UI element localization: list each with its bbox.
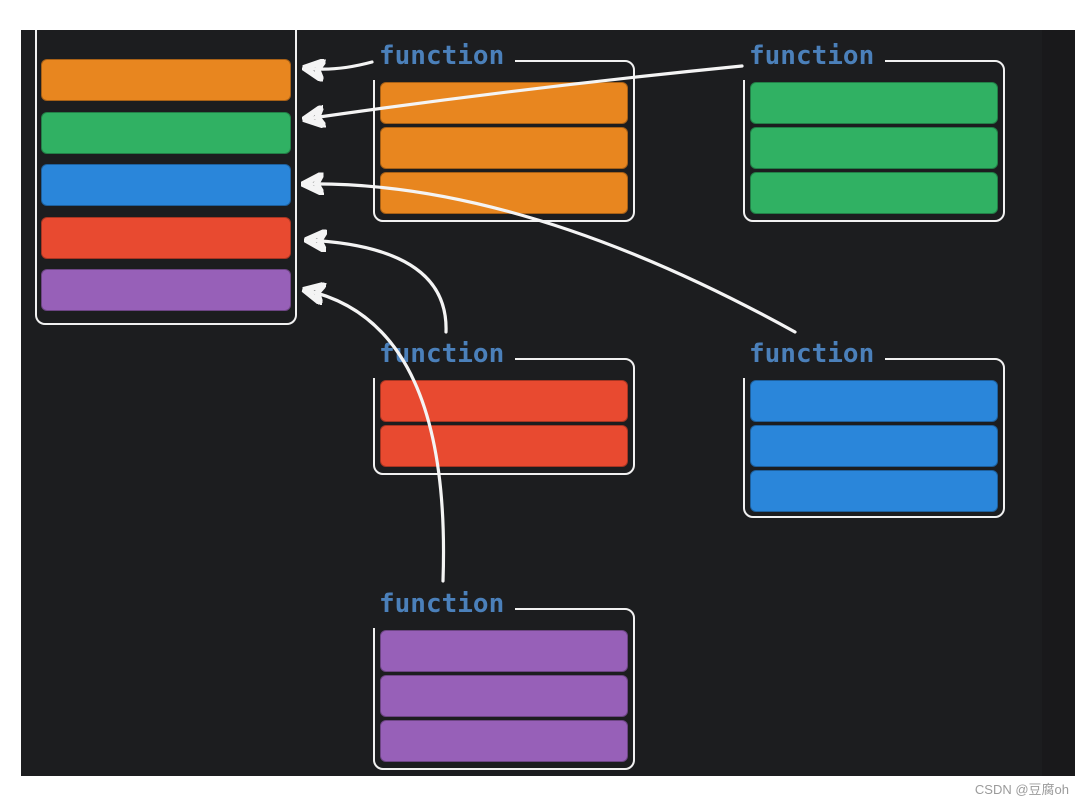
fn-blue-bar-blue bbox=[750, 425, 998, 467]
border-gap bbox=[743, 358, 754, 369]
border-gap bbox=[373, 60, 376, 80]
function-label: function bbox=[749, 41, 875, 71]
function-box-green: function bbox=[743, 43, 1005, 222]
border-gap bbox=[743, 60, 746, 80]
function-box-red-bars bbox=[375, 360, 633, 467]
fn-green-bar-green bbox=[750, 127, 998, 169]
fn-blue-bar-blue bbox=[750, 470, 998, 512]
function-box-green-bars bbox=[745, 62, 1003, 214]
fn-orange-bar-orange bbox=[380, 127, 628, 169]
diagram-canvas: function function function function func… bbox=[21, 30, 1075, 776]
fn-red-bar-red bbox=[380, 425, 628, 467]
border-gap bbox=[373, 608, 515, 611]
function-box-purple-bars bbox=[375, 610, 633, 762]
function-label: function bbox=[749, 339, 875, 369]
watermark: CSDN @豆腐oh bbox=[974, 782, 1069, 797]
function-label: function bbox=[379, 41, 505, 71]
border-gap bbox=[743, 358, 885, 361]
border-gap bbox=[373, 608, 376, 628]
stack-bar-orange bbox=[41, 59, 291, 101]
fn-orange-bar-orange bbox=[380, 172, 628, 214]
fn-blue-bar-blue bbox=[750, 380, 998, 422]
fn-purple-bar-purple bbox=[380, 630, 628, 672]
call-stack bbox=[35, 30, 297, 325]
stack-bar-green bbox=[41, 111, 291, 154]
function-box-purple: function bbox=[373, 591, 635, 770]
border-gap bbox=[743, 60, 754, 71]
function-label: function bbox=[379, 339, 505, 369]
border-gap bbox=[743, 358, 746, 378]
function-box-orange: function bbox=[373, 43, 635, 222]
function-box-blue-bars bbox=[745, 360, 1003, 512]
border-gap bbox=[743, 60, 885, 63]
fn-orange-bar-orange bbox=[380, 82, 628, 124]
function-box-orange-bars bbox=[375, 62, 633, 214]
border-gap bbox=[373, 608, 384, 619]
canvas-right-seam bbox=[1042, 30, 1075, 776]
function-label: function bbox=[379, 589, 505, 619]
border-gap bbox=[373, 358, 376, 378]
call-stack-bars bbox=[37, 30, 295, 311]
function-box-red: function bbox=[373, 341, 635, 475]
fn-red-bar-red bbox=[380, 380, 628, 422]
stack-bar-purple bbox=[41, 269, 291, 311]
stack-bar-blue bbox=[41, 164, 291, 206]
fn-green-bar-green bbox=[750, 172, 998, 214]
function-box-blue: function bbox=[743, 341, 1005, 518]
fn-purple-bar-purple bbox=[380, 720, 628, 762]
fn-green-bar-green bbox=[750, 82, 998, 124]
stack-bar-red bbox=[41, 216, 291, 259]
fn-purple-bar-purple bbox=[380, 675, 628, 717]
border-gap bbox=[373, 60, 515, 63]
